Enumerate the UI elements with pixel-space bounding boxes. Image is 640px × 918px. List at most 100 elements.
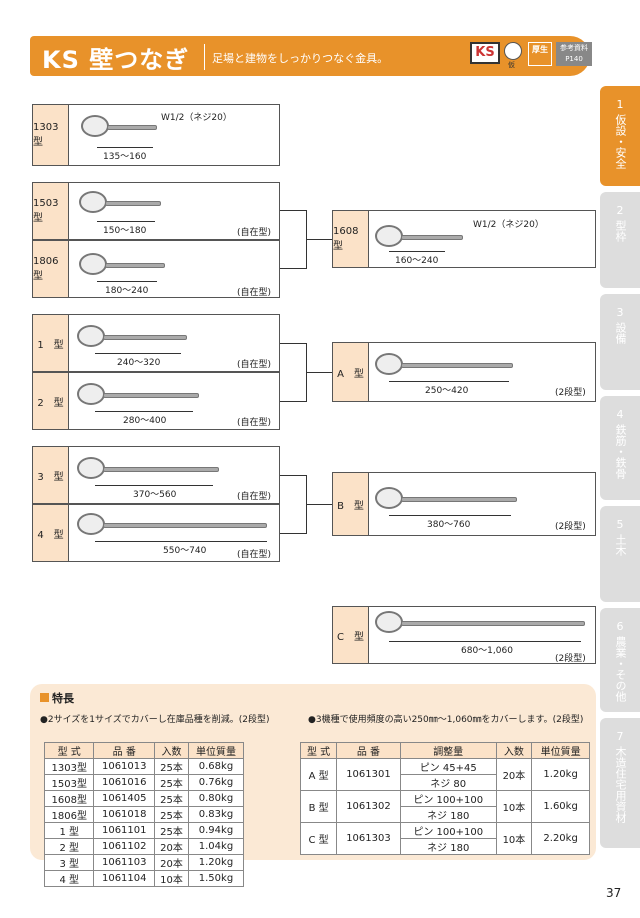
dimension-line — [95, 541, 267, 542]
product-type-4: 4 型 550～740 (自在型) — [32, 504, 280, 562]
rod-icon — [103, 467, 219, 472]
connector-line — [306, 504, 332, 505]
dimension-text: 135～160 — [103, 152, 147, 162]
clamp-icon — [375, 611, 403, 633]
page-title: KS 壁つなぎ — [42, 46, 190, 74]
rod-icon — [401, 235, 463, 240]
connector-line — [280, 401, 306, 402]
dimension-text: 550～740 — [163, 546, 207, 556]
product-label: 1 型 — [33, 315, 69, 371]
thread-spec: W1/2（ネジ20） — [161, 113, 232, 123]
thread-spec: W1/2（ネジ20） — [473, 220, 544, 230]
rod-icon — [105, 201, 161, 206]
dimension-line — [95, 353, 181, 354]
type-note: (自在型) — [237, 360, 272, 370]
connector-line — [280, 475, 306, 476]
product-type-1: 1 型 240～320 (自在型) — [32, 314, 280, 372]
table-header: 単位質量 — [531, 742, 590, 759]
page-number: 37 — [606, 886, 622, 900]
type-note: (自在型) — [237, 492, 272, 502]
product-label: 1503型 — [33, 183, 69, 239]
table-header: 品 番 — [93, 742, 156, 759]
product-type-c: C 型 680～1,060 (2段型) — [332, 606, 596, 664]
product-label: 1303型 — [33, 105, 69, 165]
header-divider — [204, 44, 205, 70]
product-type-2: 2 型 280～400 (自在型) — [32, 372, 280, 430]
feature-point-1: ●2サイズを1サイズでカバーし在庫品種を削減。(2段型) — [40, 715, 270, 725]
product-label: 2 型 — [33, 373, 69, 429]
dimension-line — [389, 381, 509, 382]
type-note: (2段型) — [555, 522, 586, 532]
clamp-icon — [77, 457, 105, 479]
dimension-line — [389, 515, 511, 516]
connector-line — [280, 210, 306, 211]
dimension-text: 370～560 — [133, 490, 177, 500]
feature-point-2: ●3機種で使用頻度の高い250㎜～1,060㎜をカバーします。(2段型) — [308, 715, 584, 725]
product-type-3: 3 型 370～560 (自在型) — [32, 446, 280, 504]
reference-badge: 参考資料 P140 — [556, 42, 592, 66]
mhlw-badge: 厚生 — [528, 42, 552, 66]
product-label: 3 型 — [33, 447, 69, 503]
type-note: (自在型) — [237, 550, 272, 560]
features-title: 特長 — [40, 690, 74, 706]
dimension-text: 280～400 — [123, 416, 167, 426]
rod-icon — [107, 125, 157, 130]
dimension-line — [95, 485, 213, 486]
type-note: (自在型) — [237, 228, 272, 238]
ks-logo-icon: KS — [470, 42, 500, 64]
dimension-text: 380～760 — [427, 520, 471, 530]
product-type-a: A 型 250～420 (2段型) — [332, 342, 596, 402]
dimension-line — [95, 411, 193, 412]
rod-icon — [105, 263, 165, 268]
clamp-icon — [77, 325, 105, 347]
product-type-b: B 型 380～760 (2段型) — [332, 472, 596, 536]
clamp-icon — [375, 353, 403, 375]
rod-icon — [401, 621, 585, 626]
dimension-text: 680～1,060 — [461, 646, 513, 656]
product-label: 1806型 — [33, 241, 69, 297]
connector-line — [306, 239, 332, 240]
dimension-text: 240～320 — [117, 358, 161, 368]
dimension-line — [389, 641, 581, 642]
type-note: (2段型) — [555, 388, 586, 398]
product-label: C 型 — [333, 607, 369, 663]
clamp-icon — [79, 191, 107, 213]
rod-icon — [103, 393, 199, 398]
type-note: (2段型) — [555, 654, 586, 664]
table-row: ネジ 180 — [301, 838, 590, 855]
rod-icon — [401, 363, 513, 368]
certification-label: 仮 — [508, 61, 515, 69]
rod-icon — [103, 523, 267, 528]
product-label: A 型 — [333, 343, 369, 401]
clamp-icon — [77, 513, 105, 535]
rod-icon — [103, 335, 187, 340]
dimension-text: 150～180 — [103, 226, 147, 236]
clamp-icon — [77, 383, 105, 405]
dimension-line — [389, 251, 445, 252]
product-1806: 1806型 180～240 (自在型) — [32, 240, 280, 298]
type-note: (自在型) — [237, 418, 272, 428]
table-header: 品 番 — [336, 742, 401, 759]
clamp-icon — [81, 115, 109, 137]
connector-line — [280, 533, 306, 534]
product-1608: 1608型 W1/2（ネジ20） 160～240 — [332, 210, 596, 268]
product-label: 4 型 — [33, 505, 69, 561]
